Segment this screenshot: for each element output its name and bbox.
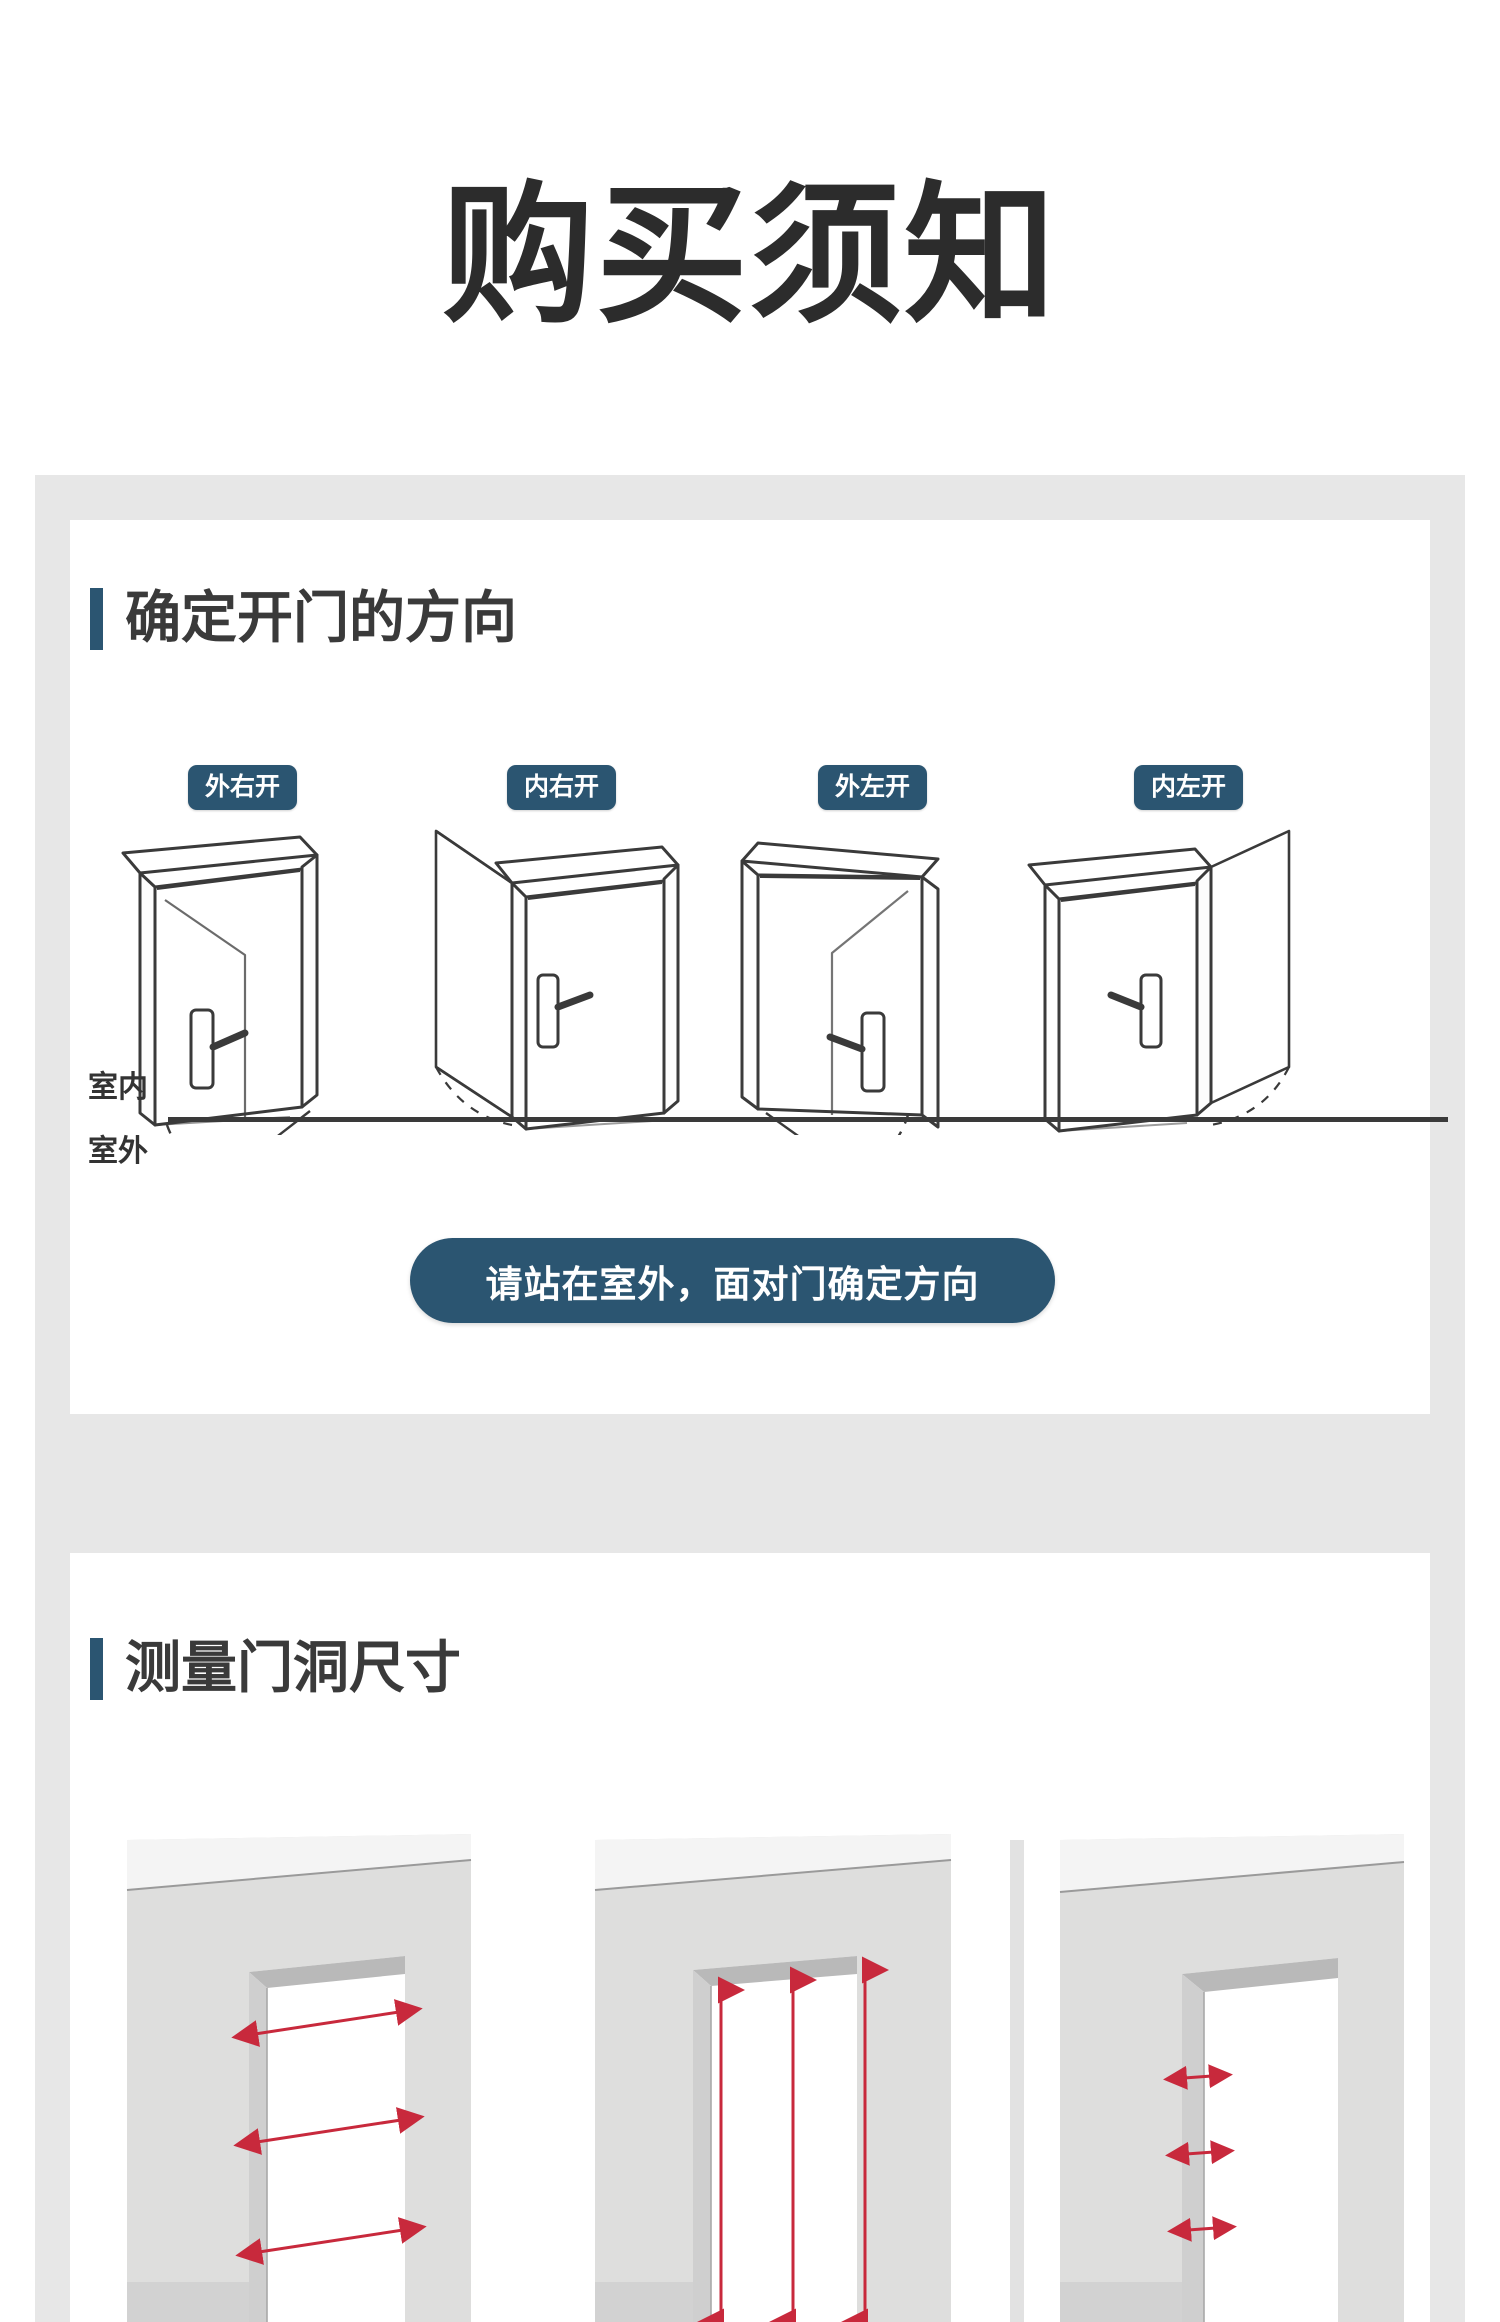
door-illustration-inward-left: [1027, 829, 1291, 1133]
label-indoor: 室内: [88, 1070, 148, 1105]
measure-diagram-thickness: [1010, 1834, 1405, 2322]
section-title-direction: 确定开门的方向: [125, 586, 517, 651]
measure-diagram-width: [126, 1834, 472, 2322]
door-illustration-outward-right: [121, 835, 319, 1135]
accent-bar-icon: [90, 588, 103, 650]
label-outdoor: 室外: [88, 1134, 148, 1169]
door-direction-diagram: 外右开 内右开 外左开 内左开: [70, 745, 1448, 1195]
section-heading-direction: 确定开门的方向: [90, 588, 517, 650]
section-title-measure: 测量门洞尺寸: [125, 1636, 461, 1701]
door-option-badge-outward-right[interactable]: 外右开: [188, 765, 298, 810]
door-illustration-inward-right: [434, 829, 680, 1131]
door-option-badge-inward-right[interactable]: 内右开: [507, 765, 617, 810]
accent-bar-icon: [90, 1638, 103, 1700]
door-illustration-outward-left: [740, 841, 940, 1135]
section-heading-measure: 测量门洞尺寸: [90, 1638, 461, 1700]
measure-diagram-height: [594, 1834, 952, 2322]
door-option-badge-inward-left[interactable]: 内左开: [1134, 765, 1244, 810]
instruction-banner: 请站在室外，面对门确定方向: [410, 1238, 1055, 1323]
page-title: 购买须知: [442, 167, 1058, 344]
measure-diagram-row: [0, 1812, 1500, 2322]
door-option-badge-outward-left[interactable]: 外左开: [818, 765, 928, 810]
ground-line: [168, 1117, 1448, 1122]
